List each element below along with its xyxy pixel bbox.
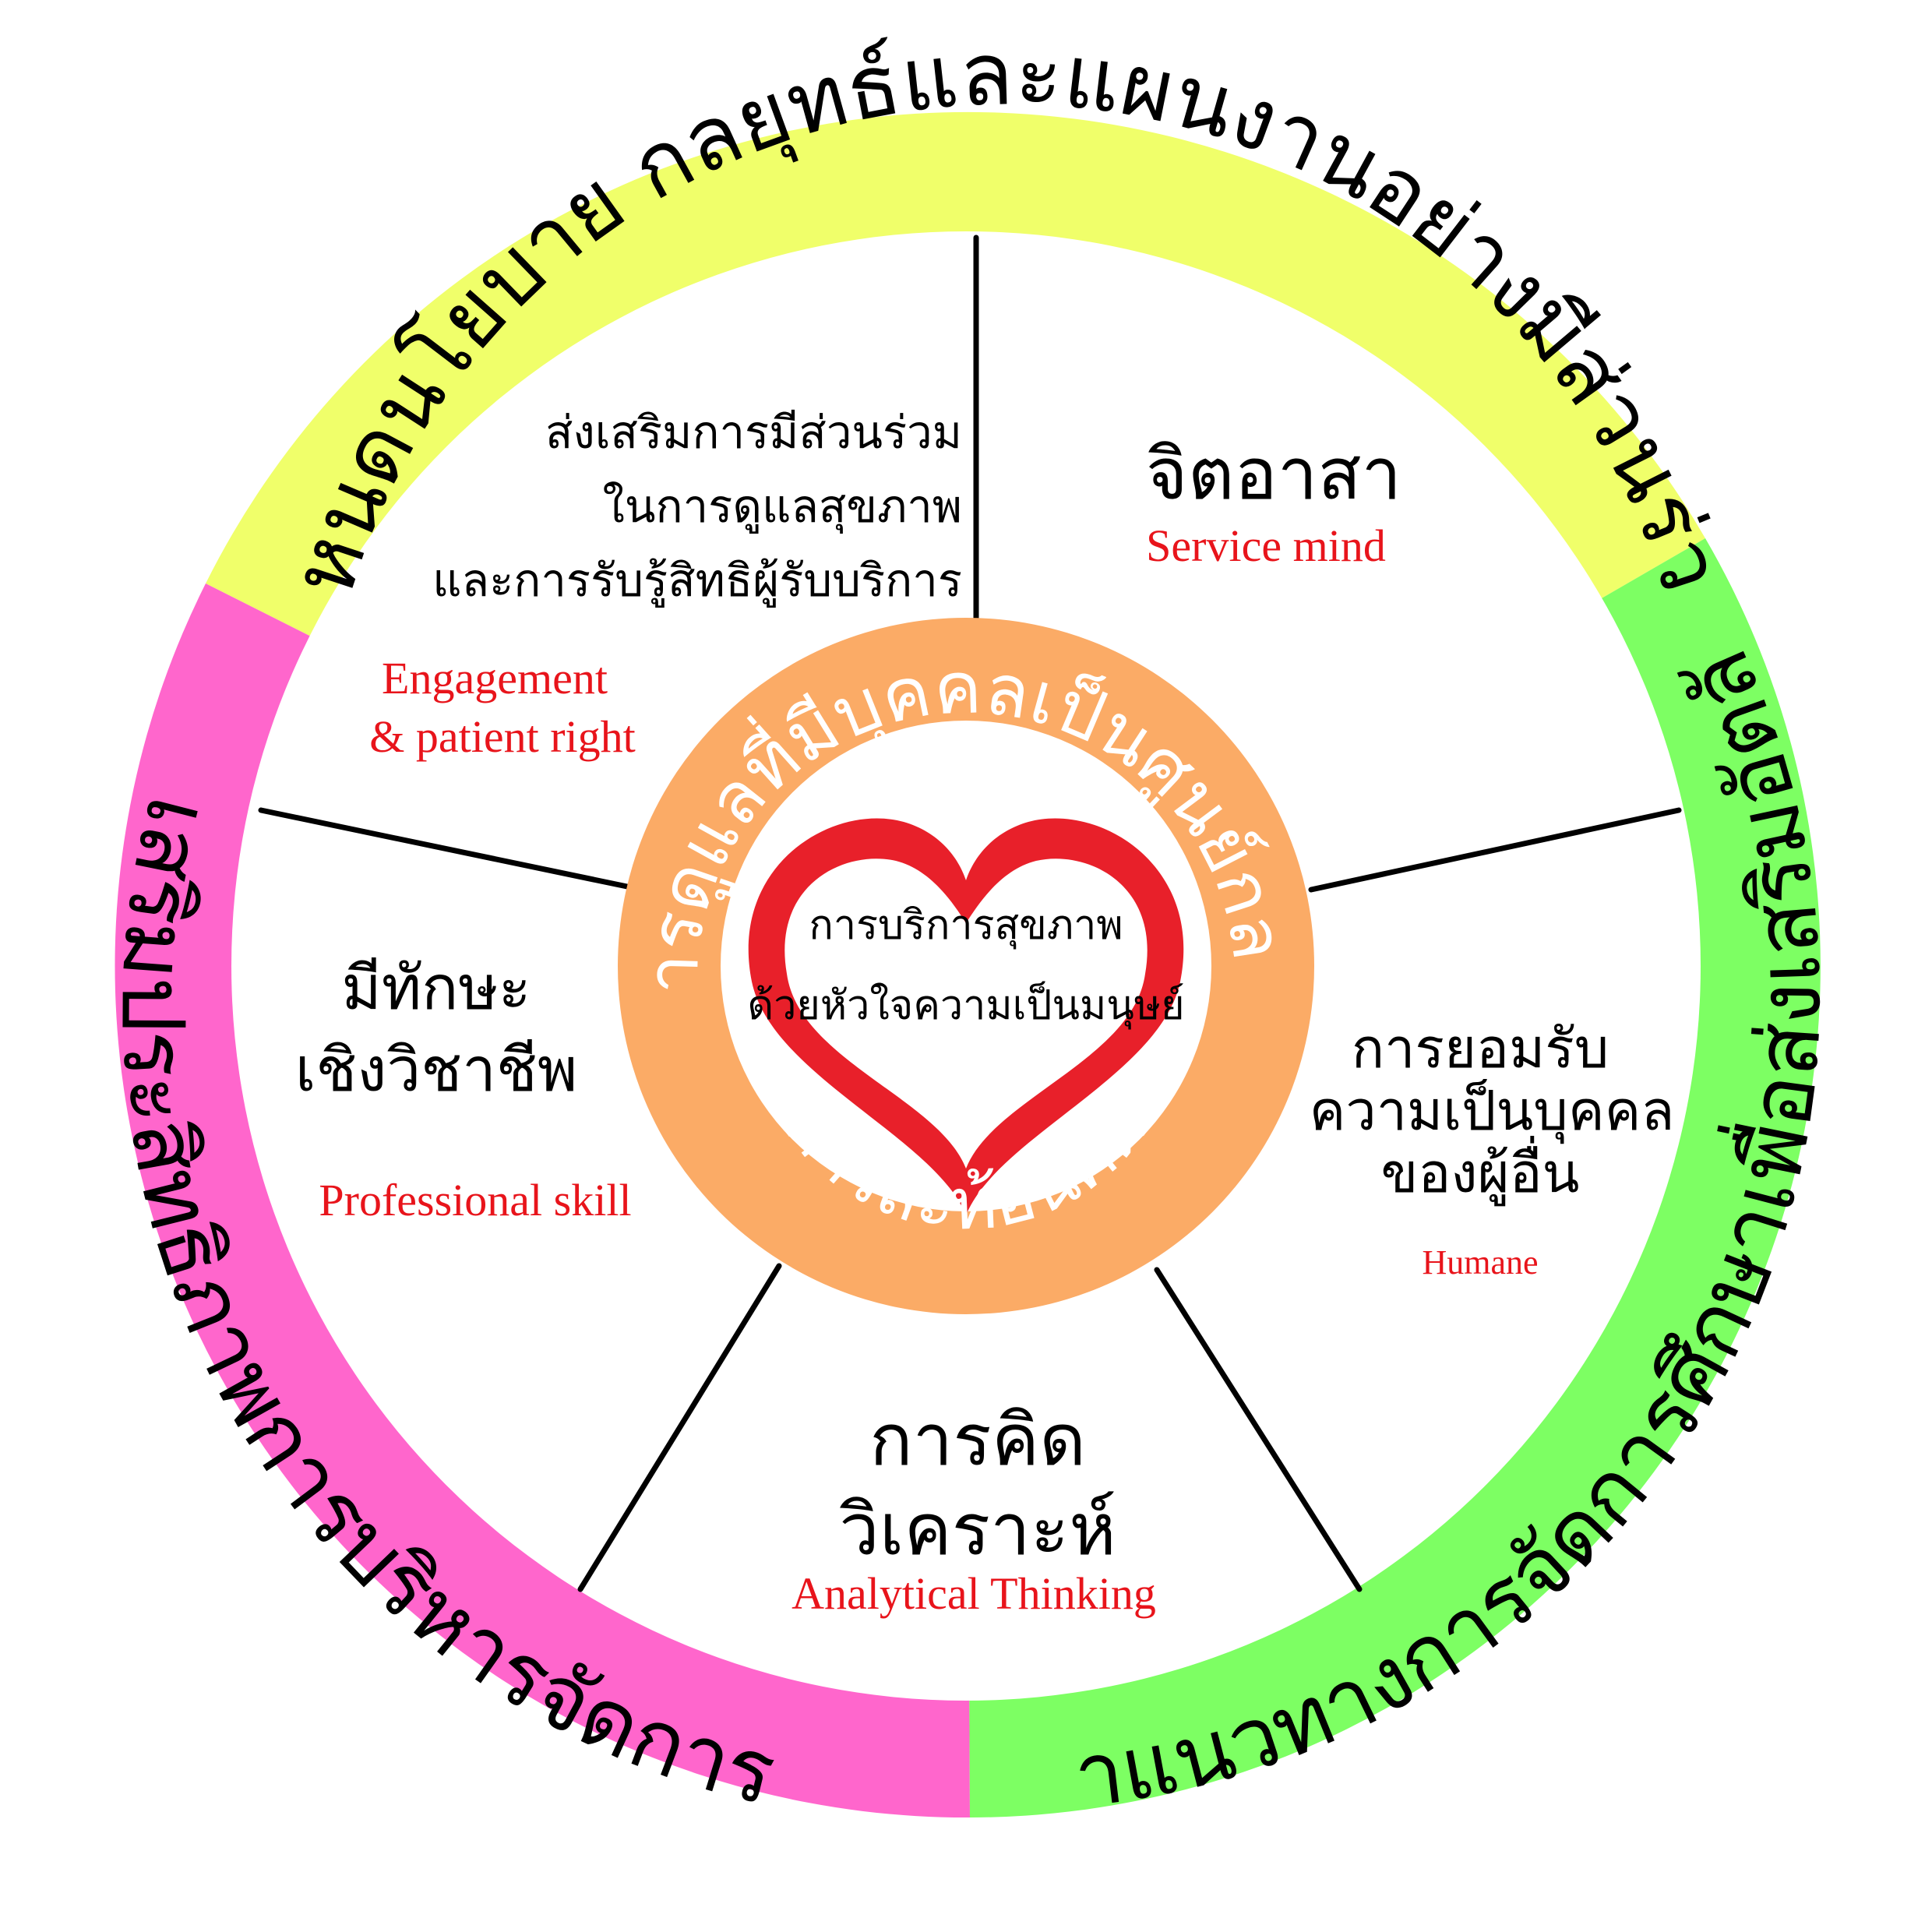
analytical-thai-2: วิเคราะห์ — [839, 1488, 1116, 1571]
service-mind-eng: Service mind — [1146, 520, 1386, 571]
spoke-bottom-right — [1154, 1267, 1363, 1592]
humane-thai-2: ความเป็นบุคคล — [1310, 1079, 1675, 1144]
spoke-left — [258, 807, 630, 890]
engagement-thai-2: ในการดูแลสุขภาพ — [603, 480, 962, 534]
engagement-thai-3: และการรับรู้สิทธิผู้รับบริการ — [432, 554, 962, 608]
segment-humane: การยอมรับ ความเป็นบุคคล ของผู้อื่น Human… — [1310, 1017, 1675, 1282]
spoke-bottom-left — [577, 1263, 782, 1592]
analytical-thai-1: การคิด — [869, 1398, 1086, 1482]
heart-line-2: ด้วยหัวใจความเป็นมนุษย์ — [747, 982, 1184, 1030]
engagement-eng-2: & patient right — [369, 711, 636, 762]
professional-thai-2: เชิงวิชาชีพ — [295, 1035, 578, 1105]
professional-eng: Professional skill — [319, 1175, 631, 1225]
heart-line-1: การบริการสุขภาพ — [809, 902, 1123, 950]
service-mind-thai: จิตอาสา — [1146, 432, 1401, 516]
segment-analytical: การคิด วิเคราะห์ Analytical Thinking — [791, 1398, 1156, 1619]
professional-thai-1: มีทักษะ — [341, 954, 531, 1024]
heart-icon — [748, 818, 1184, 1215]
humane-thai-3: ของผู้อื่น — [1381, 1136, 1580, 1207]
humane-thai-1: การยอมรับ — [1352, 1017, 1609, 1081]
segment-engagement: ส่งเสริมการมีส่วนร่วม ในการดูแลสุขภาพ แล… — [369, 406, 962, 762]
segment-service-mind: จิตอาสา Service mind — [1146, 432, 1401, 571]
segment-professional: มีทักษะ เชิงวิชาชีพ Professional skill — [295, 954, 632, 1225]
spokes — [258, 234, 1682, 1592]
humane-eng: Humane — [1422, 1243, 1538, 1282]
spoke-right — [1308, 807, 1682, 893]
analytical-eng: Analytical Thinking — [791, 1568, 1156, 1619]
engagement-thai-1: ส่งเสริมการมีส่วนร่วม — [545, 406, 962, 459]
engagement-eng-1: Engagement — [382, 653, 608, 703]
